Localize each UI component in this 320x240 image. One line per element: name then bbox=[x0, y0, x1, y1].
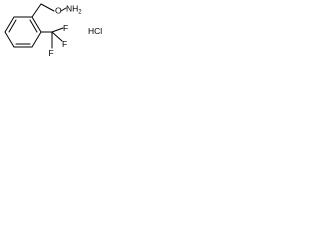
fluorine-bottom-label: F bbox=[49, 48, 54, 58]
ring-double-bond bbox=[8, 19, 17, 33]
benzene-ring bbox=[4, 16, 42, 48]
fluorine-top-label: F bbox=[63, 23, 68, 33]
ring-bond bbox=[31, 16, 42, 33]
c-o-bond bbox=[40, 3, 55, 12]
ring-bond bbox=[4, 31, 15, 48]
ring-bond bbox=[4, 16, 15, 33]
oxygen-label: O bbox=[55, 6, 62, 16]
ring-double-bond bbox=[29, 19, 38, 33]
o-n-bond bbox=[60, 7, 67, 12]
c-f-bond-mid bbox=[51, 31, 63, 42]
ch2-bond bbox=[31, 3, 42, 18]
ring-bond bbox=[31, 31, 42, 48]
amine-text: NH bbox=[66, 4, 78, 14]
chemical-structure: O NH2 F F F HCl bbox=[4, 3, 102, 58]
fluorine-mid-label: F bbox=[62, 39, 67, 49]
salt-label: HCl bbox=[88, 26, 102, 36]
amine-label: NH2 bbox=[66, 4, 82, 16]
c-f-bond-top bbox=[51, 27, 64, 33]
amine-subscript: 2 bbox=[78, 10, 82, 16]
